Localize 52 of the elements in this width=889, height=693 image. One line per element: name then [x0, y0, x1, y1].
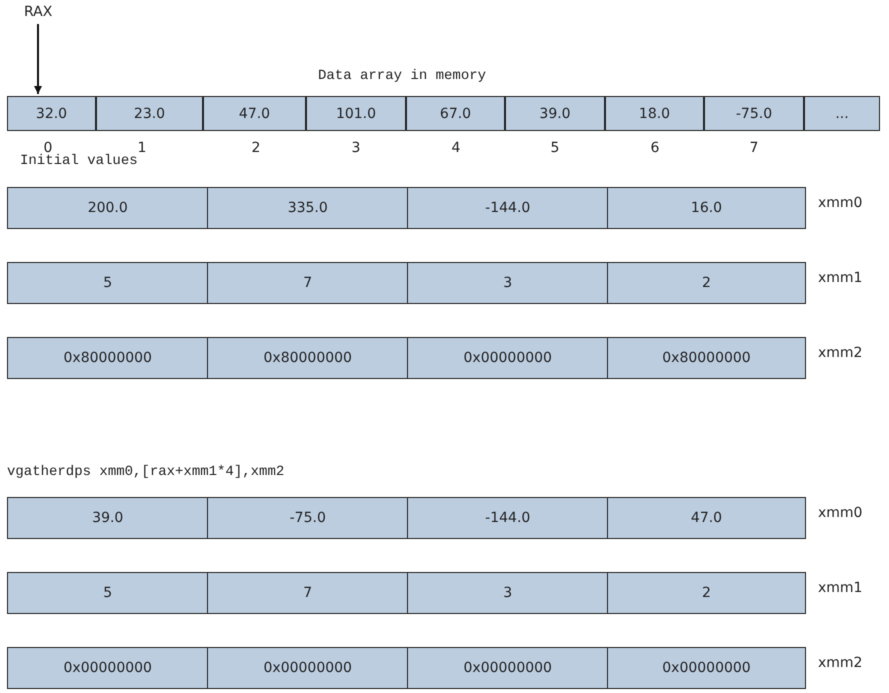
instruction-text: vgatherdps xmm0,[rax+xmm1*4],xmm2: [7, 464, 284, 480]
value-cell: 32.0: [7, 96, 96, 131]
value-cell: 0x80000000: [207, 337, 408, 379]
value-cell: 2: [607, 572, 806, 614]
value-cell: 0x00000000: [407, 647, 608, 689]
value-cell: 0x00000000: [7, 647, 208, 689]
value-cell: 5: [7, 262, 208, 304]
value-cell: 2: [607, 262, 806, 304]
register-label: xmm1: [818, 580, 862, 596]
index-label: 5: [550, 140, 560, 156]
index-label: 1: [136, 140, 148, 156]
value-cell: -75.0: [704, 96, 804, 131]
register-label: xmm0: [818, 505, 862, 521]
value-cell: 5: [7, 572, 208, 614]
arrow: [34, 24, 42, 94]
value-cell: ...: [804, 96, 880, 131]
value-cell: 67.0: [406, 96, 505, 131]
value-cell: 0x80000000: [7, 337, 208, 379]
value-cell: 39.0: [505, 96, 605, 131]
pointer-label: RAX: [24, 4, 52, 20]
index-label: 7: [748, 140, 760, 156]
value-cell: 18.0: [605, 96, 704, 131]
value-cell: 16.0: [607, 187, 806, 229]
value-cell: 3: [407, 572, 608, 614]
index-label: 4: [450, 140, 462, 156]
value-cell: 23.0: [96, 96, 203, 131]
index-label: 2: [250, 140, 262, 156]
register-label: xmm0: [818, 195, 862, 211]
value-cell: 47.0: [607, 497, 806, 539]
value-cell: 0x80000000: [607, 337, 806, 379]
value-cell: 335.0: [207, 187, 408, 229]
register-label: xmm2: [818, 655, 862, 671]
register-label: xmm2: [818, 345, 862, 361]
index-label: 3: [350, 140, 362, 156]
value-cell: 39.0: [7, 497, 208, 539]
value-cell: 7: [207, 572, 408, 614]
value-cell: 0x00000000: [607, 647, 806, 689]
index-label: 6: [650, 140, 660, 156]
value-cell: -144.0: [407, 187, 608, 229]
value-cell: 7: [207, 262, 408, 304]
value-cell: -144.0: [407, 497, 608, 539]
value-cell: -75.0: [207, 497, 408, 539]
array-title: Data array in memory: [318, 68, 486, 84]
register-label: xmm1: [818, 270, 862, 286]
section-heading: Initial values: [20, 153, 138, 169]
index-label: 0: [44, 140, 52, 156]
value-cell: 200.0: [7, 187, 208, 229]
value-cell: 0x00000000: [407, 337, 608, 379]
value-cell: 3: [407, 262, 608, 304]
value-cell: 0x00000000: [207, 647, 408, 689]
value-cell: 101.0: [306, 96, 406, 131]
value-cell: 47.0: [203, 96, 306, 131]
